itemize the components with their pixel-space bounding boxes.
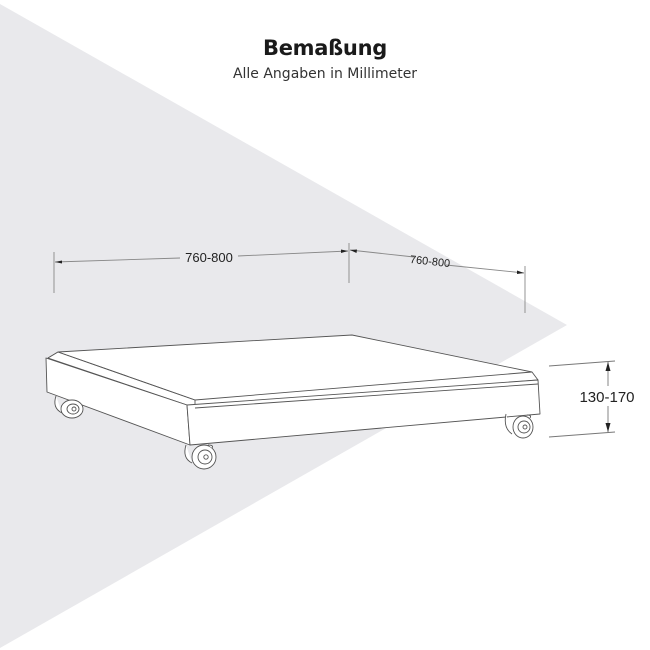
caster-wheel-rear-left bbox=[54, 395, 84, 419]
page-subtitle: Alle Angaben in Millimeter bbox=[232, 66, 418, 82]
depth-dimension bbox=[349, 249, 526, 313]
caster-wheel-front bbox=[184, 444, 217, 470]
width-dimension bbox=[53, 243, 350, 293]
height-label: 130-170 bbox=[579, 389, 634, 406]
page-title: Bemaßung bbox=[263, 36, 387, 60]
depth-label: 760-800 bbox=[409, 254, 450, 270]
backdrop-triangle bbox=[0, 4, 567, 648]
plant-trolley-platform bbox=[45, 334, 541, 446]
height-dimension bbox=[548, 360, 616, 438]
caster-wheel-right bbox=[504, 413, 534, 439]
width-label: 760-800 bbox=[185, 250, 233, 265]
